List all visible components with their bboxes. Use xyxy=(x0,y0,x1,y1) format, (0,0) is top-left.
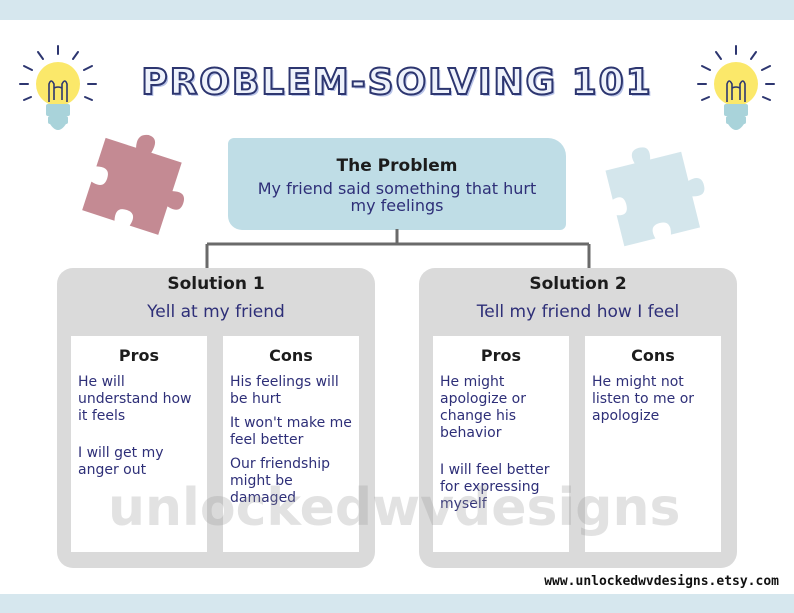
pro-item: I will get my anger out xyxy=(78,445,164,478)
pro-item: He will understand how it feels xyxy=(78,374,192,424)
puzzle-piece-icon xyxy=(605,147,705,247)
pros-heading: Pros xyxy=(480,346,522,365)
solution-2-pros: Pros He might apologize or change his be… xyxy=(433,336,569,552)
solution-2-heading: Solution 2 xyxy=(529,274,627,294)
puzzle-piece-icon xyxy=(82,134,185,235)
pro-item: He might apologize or change his behavio… xyxy=(440,374,526,441)
lightbulb-icon xyxy=(19,45,97,130)
solution-2-cons: Cons He might not listen to me or apolog… xyxy=(585,336,721,552)
problem-heading: The Problem xyxy=(336,156,458,176)
solution-2-panel: Solution 2 Tell my friend how I feel Pro… xyxy=(419,268,737,568)
problem-text: My friend said something that hurt my fe… xyxy=(257,179,537,215)
solution-1-pros: Pros He will understand how it feels I w… xyxy=(71,336,207,552)
con-item: His feelings will be hurt xyxy=(230,374,339,407)
con-item: He might not listen to me or apologize xyxy=(592,374,695,424)
solution-1-heading: Solution 1 xyxy=(167,274,265,294)
con-item: It won't make me feel better xyxy=(230,415,352,448)
problem-box: The Problem My friend said something tha… xyxy=(228,138,566,230)
footer-url[interactable]: www.unlockedwvdesigns.etsy.com xyxy=(544,574,779,589)
top-band xyxy=(0,0,794,20)
solution-2-text: Tell my friend how I feel xyxy=(476,302,680,322)
cons-heading: Cons xyxy=(631,346,675,365)
con-item: Our friendship might be damaged xyxy=(230,456,330,506)
pros-heading: Pros xyxy=(118,346,160,365)
cons-heading: Cons xyxy=(269,346,313,365)
lightbulb-icon xyxy=(697,45,775,130)
solution-1-panel: Solution 1 Yell at my friend Pros He wil… xyxy=(57,268,375,568)
page-title: PROBLEM-SOLVING 101 xyxy=(140,61,653,104)
bottom-band xyxy=(0,594,794,613)
solution-1-text: Yell at my friend xyxy=(147,302,285,322)
pro-item: I will feel better for expressing myself xyxy=(440,462,550,512)
solution-1-cons: Cons His feelings will be hurt It won't … xyxy=(223,336,359,552)
